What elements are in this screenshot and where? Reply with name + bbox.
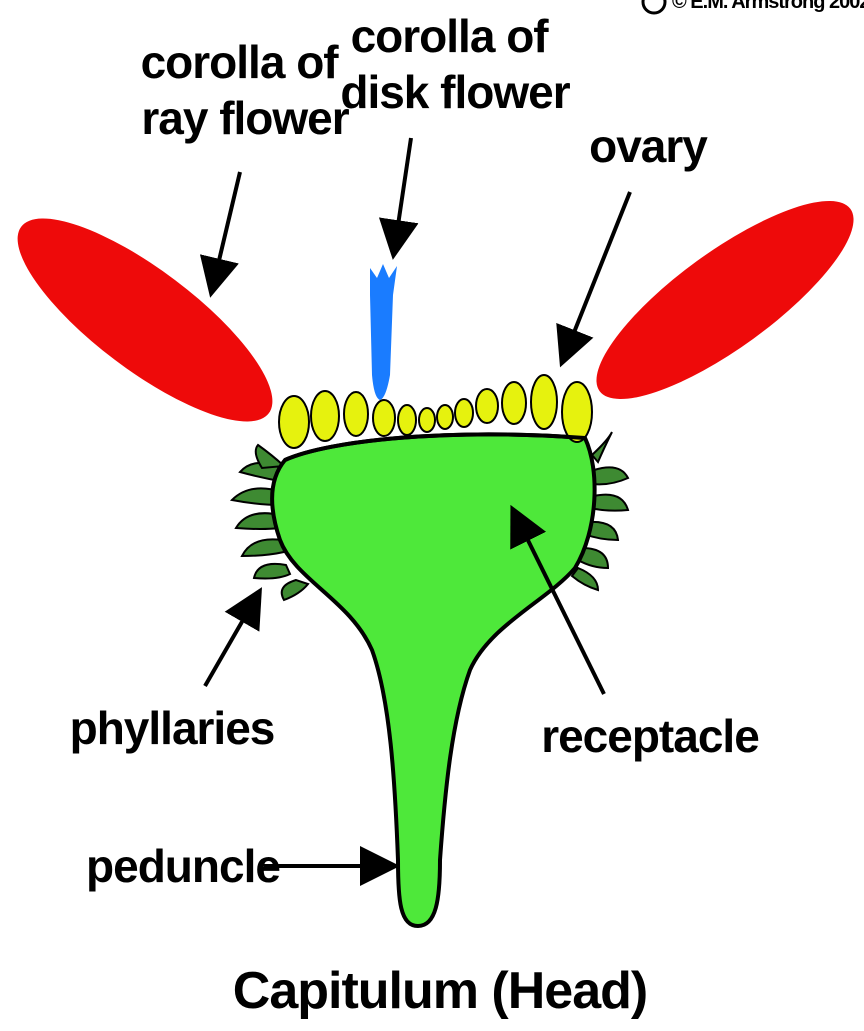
label-peduncle: peduncle — [86, 840, 280, 892]
label-ray-corolla: corolla of ray flower — [141, 36, 350, 144]
arrow-disk-corolla — [394, 138, 411, 252]
label-ovary: ovary — [589, 120, 708, 172]
copyright-notice: © E.M. Armstrong 2002 — [643, 0, 864, 13]
label-phyllaries: phyllaries — [70, 702, 275, 754]
label-receptacle: receptacle — [541, 710, 759, 762]
diagram-title: Capitulum (Head) — [233, 962, 647, 1020]
arrow-phyllaries — [205, 594, 258, 686]
disk-corolla — [370, 264, 397, 400]
receptacle-shape — [272, 434, 594, 926]
ray-corolla-left — [0, 187, 299, 453]
label-disk-corolla: corolla of disk flower — [340, 10, 570, 118]
ray-corolla-right — [571, 170, 864, 430]
copyright-text: © E.M. Armstrong 2002 — [672, 0, 864, 13]
arrow-ray-corolla — [212, 172, 240, 290]
